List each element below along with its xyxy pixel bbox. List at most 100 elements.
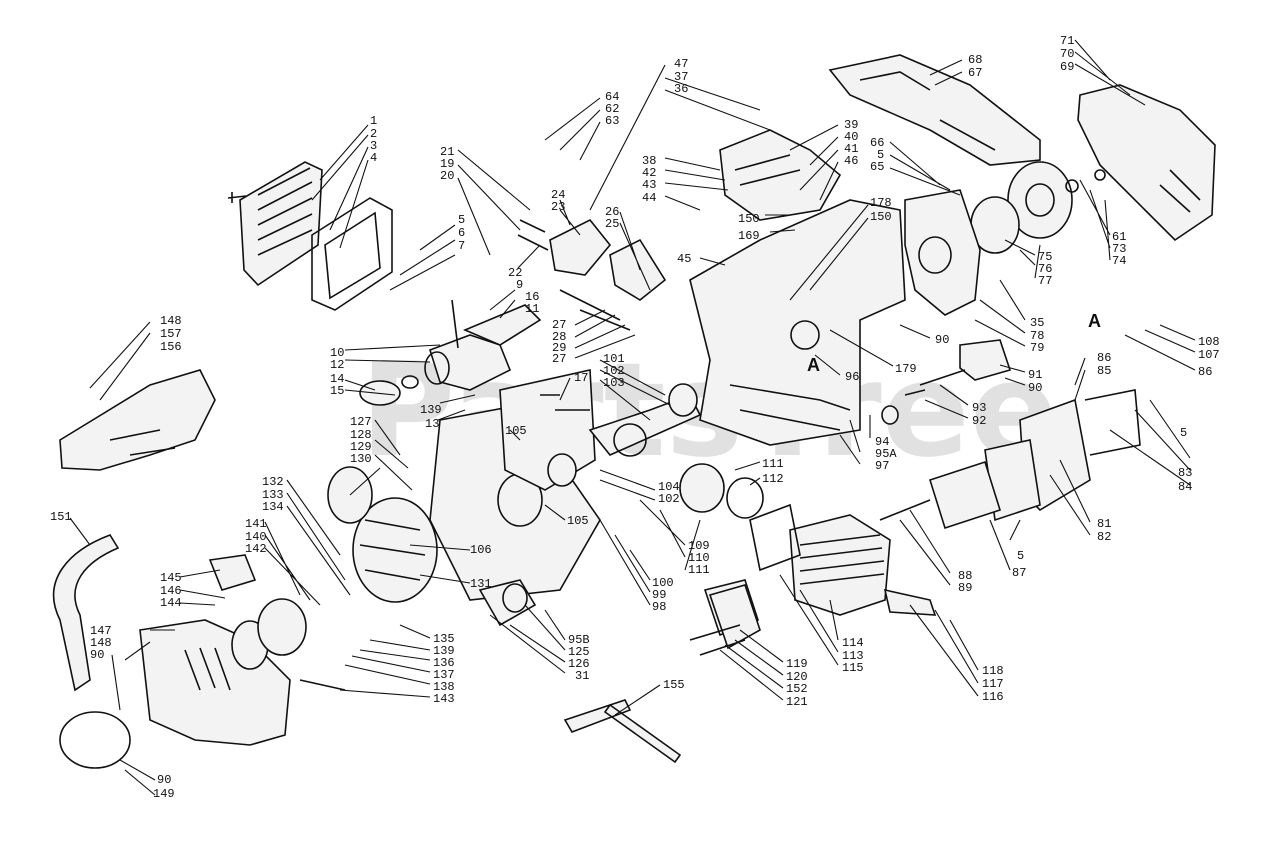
callout-label: 7 xyxy=(458,239,465,253)
callout-label: 35 xyxy=(1030,316,1044,330)
callout-label: 3 xyxy=(370,139,377,153)
engine-block-group xyxy=(689,129,906,446)
callout-label: 40 xyxy=(844,130,858,144)
callout-label: 149 xyxy=(153,787,175,801)
callout-label: 146 xyxy=(160,584,182,598)
callout-label: 102 xyxy=(603,364,625,378)
starter-handle xyxy=(208,554,257,591)
callout-label: 19 xyxy=(440,157,454,171)
oiler-group xyxy=(881,339,1012,425)
callout-label: 86 xyxy=(1097,351,1111,365)
callout-label: 81 xyxy=(1097,517,1111,531)
callout-label: 23 xyxy=(551,200,565,214)
callout-label: 97 xyxy=(875,459,889,473)
callout-label: 117 xyxy=(982,677,1004,691)
callout-label: 156 xyxy=(160,340,182,354)
callout-label: 39 xyxy=(844,118,858,132)
callout-label: 67 xyxy=(968,66,982,80)
callout-label: 135 xyxy=(433,632,455,646)
callout-label: 144 xyxy=(160,596,182,610)
callout-label: 44 xyxy=(642,191,656,205)
callout-label: 179 xyxy=(895,362,917,376)
callout-label: 111 xyxy=(688,563,710,577)
callout-label: 131 xyxy=(470,577,492,591)
callout-label: 14 xyxy=(330,372,344,386)
callout-label: 93 xyxy=(972,401,986,415)
callout-label: 139 xyxy=(420,403,442,417)
callout-label: 65 xyxy=(870,160,884,174)
callout-label: 85 xyxy=(1097,364,1111,378)
bottom-parts-group xyxy=(478,579,761,764)
callout-label: 75 xyxy=(1038,250,1052,264)
callout-label: 169 xyxy=(738,229,760,243)
callout-label: 20 xyxy=(440,169,454,183)
callout-label: 84 xyxy=(1178,480,1192,494)
handle-grip-disc xyxy=(59,711,131,769)
callout-label: 11 xyxy=(525,302,539,316)
callout-label: 62 xyxy=(605,102,619,116)
callout-label: 69 xyxy=(1060,60,1074,74)
callout-label: 142 xyxy=(245,542,267,556)
callout-label: 38 xyxy=(642,154,656,168)
muffler-gasket xyxy=(929,460,1001,530)
callout-label: 145 xyxy=(160,571,182,585)
callout-label: 120 xyxy=(786,670,808,684)
bar-chain-group xyxy=(828,54,1216,242)
callout-label: 95A xyxy=(875,447,897,461)
callout-label: 2 xyxy=(370,127,377,141)
callout-label: 70 xyxy=(1060,47,1074,61)
callout-label: 66 xyxy=(870,136,884,150)
callout-label: 5 xyxy=(1017,549,1024,563)
callout-label: 126 xyxy=(568,657,590,671)
callout-label: 116 xyxy=(982,690,1004,704)
front-handle-bar xyxy=(52,534,120,692)
callout-label: 13 xyxy=(425,417,439,431)
clutch-cover-plate xyxy=(904,189,981,316)
carburetor-group xyxy=(359,299,542,406)
callout-label: 150 xyxy=(738,212,760,226)
callout-label: 16 xyxy=(525,290,539,304)
piston-ring xyxy=(726,477,764,519)
starter-group xyxy=(139,554,346,746)
callout-label: 31 xyxy=(575,669,589,683)
callout-label: 95B xyxy=(568,633,590,647)
callout-label: 140 xyxy=(245,530,267,544)
callout-label: 125 xyxy=(568,645,590,659)
callout-label: 105 xyxy=(505,424,527,438)
callout-label: 118 xyxy=(982,664,1004,678)
callout-label: 73 xyxy=(1112,242,1126,256)
callout-label: 89 xyxy=(958,581,972,595)
air-filter-group xyxy=(227,161,393,311)
callout-label: 37 xyxy=(674,70,688,84)
callout-label: 10 xyxy=(330,346,344,360)
callout-label: 104 xyxy=(658,480,680,494)
callout-label: 151 xyxy=(50,510,72,524)
callout-label: 78 xyxy=(1030,329,1044,343)
callout-label: 136 xyxy=(433,656,455,670)
filter-screw xyxy=(227,192,247,203)
callout-label: 1 xyxy=(370,114,377,128)
callout-label: 101 xyxy=(603,352,625,366)
rewind-spring xyxy=(257,598,307,656)
seal-bearing xyxy=(547,453,577,487)
callout-label: 107 xyxy=(1198,348,1220,362)
intake-boot xyxy=(609,238,667,301)
callout-label: 92 xyxy=(972,414,986,428)
main-bearing xyxy=(668,383,698,417)
callout-label: 150 xyxy=(870,210,892,224)
callout-label: 68 xyxy=(968,53,982,67)
callout-label: 103 xyxy=(603,376,625,390)
callout-label: 28 xyxy=(552,330,566,344)
spark-plug xyxy=(883,588,937,616)
callout-label: 115 xyxy=(842,661,864,675)
handle-assembly xyxy=(52,369,216,769)
callout-label: 64 xyxy=(605,90,619,104)
callout-label: 74 xyxy=(1112,254,1126,268)
chain-brake-block xyxy=(708,584,761,650)
filter-gasket xyxy=(311,197,393,311)
callout-label: 29 xyxy=(552,341,566,355)
callout-label: 102 xyxy=(658,492,680,506)
callout-label: 178 xyxy=(870,196,892,210)
callout-label: 79 xyxy=(1030,341,1044,355)
